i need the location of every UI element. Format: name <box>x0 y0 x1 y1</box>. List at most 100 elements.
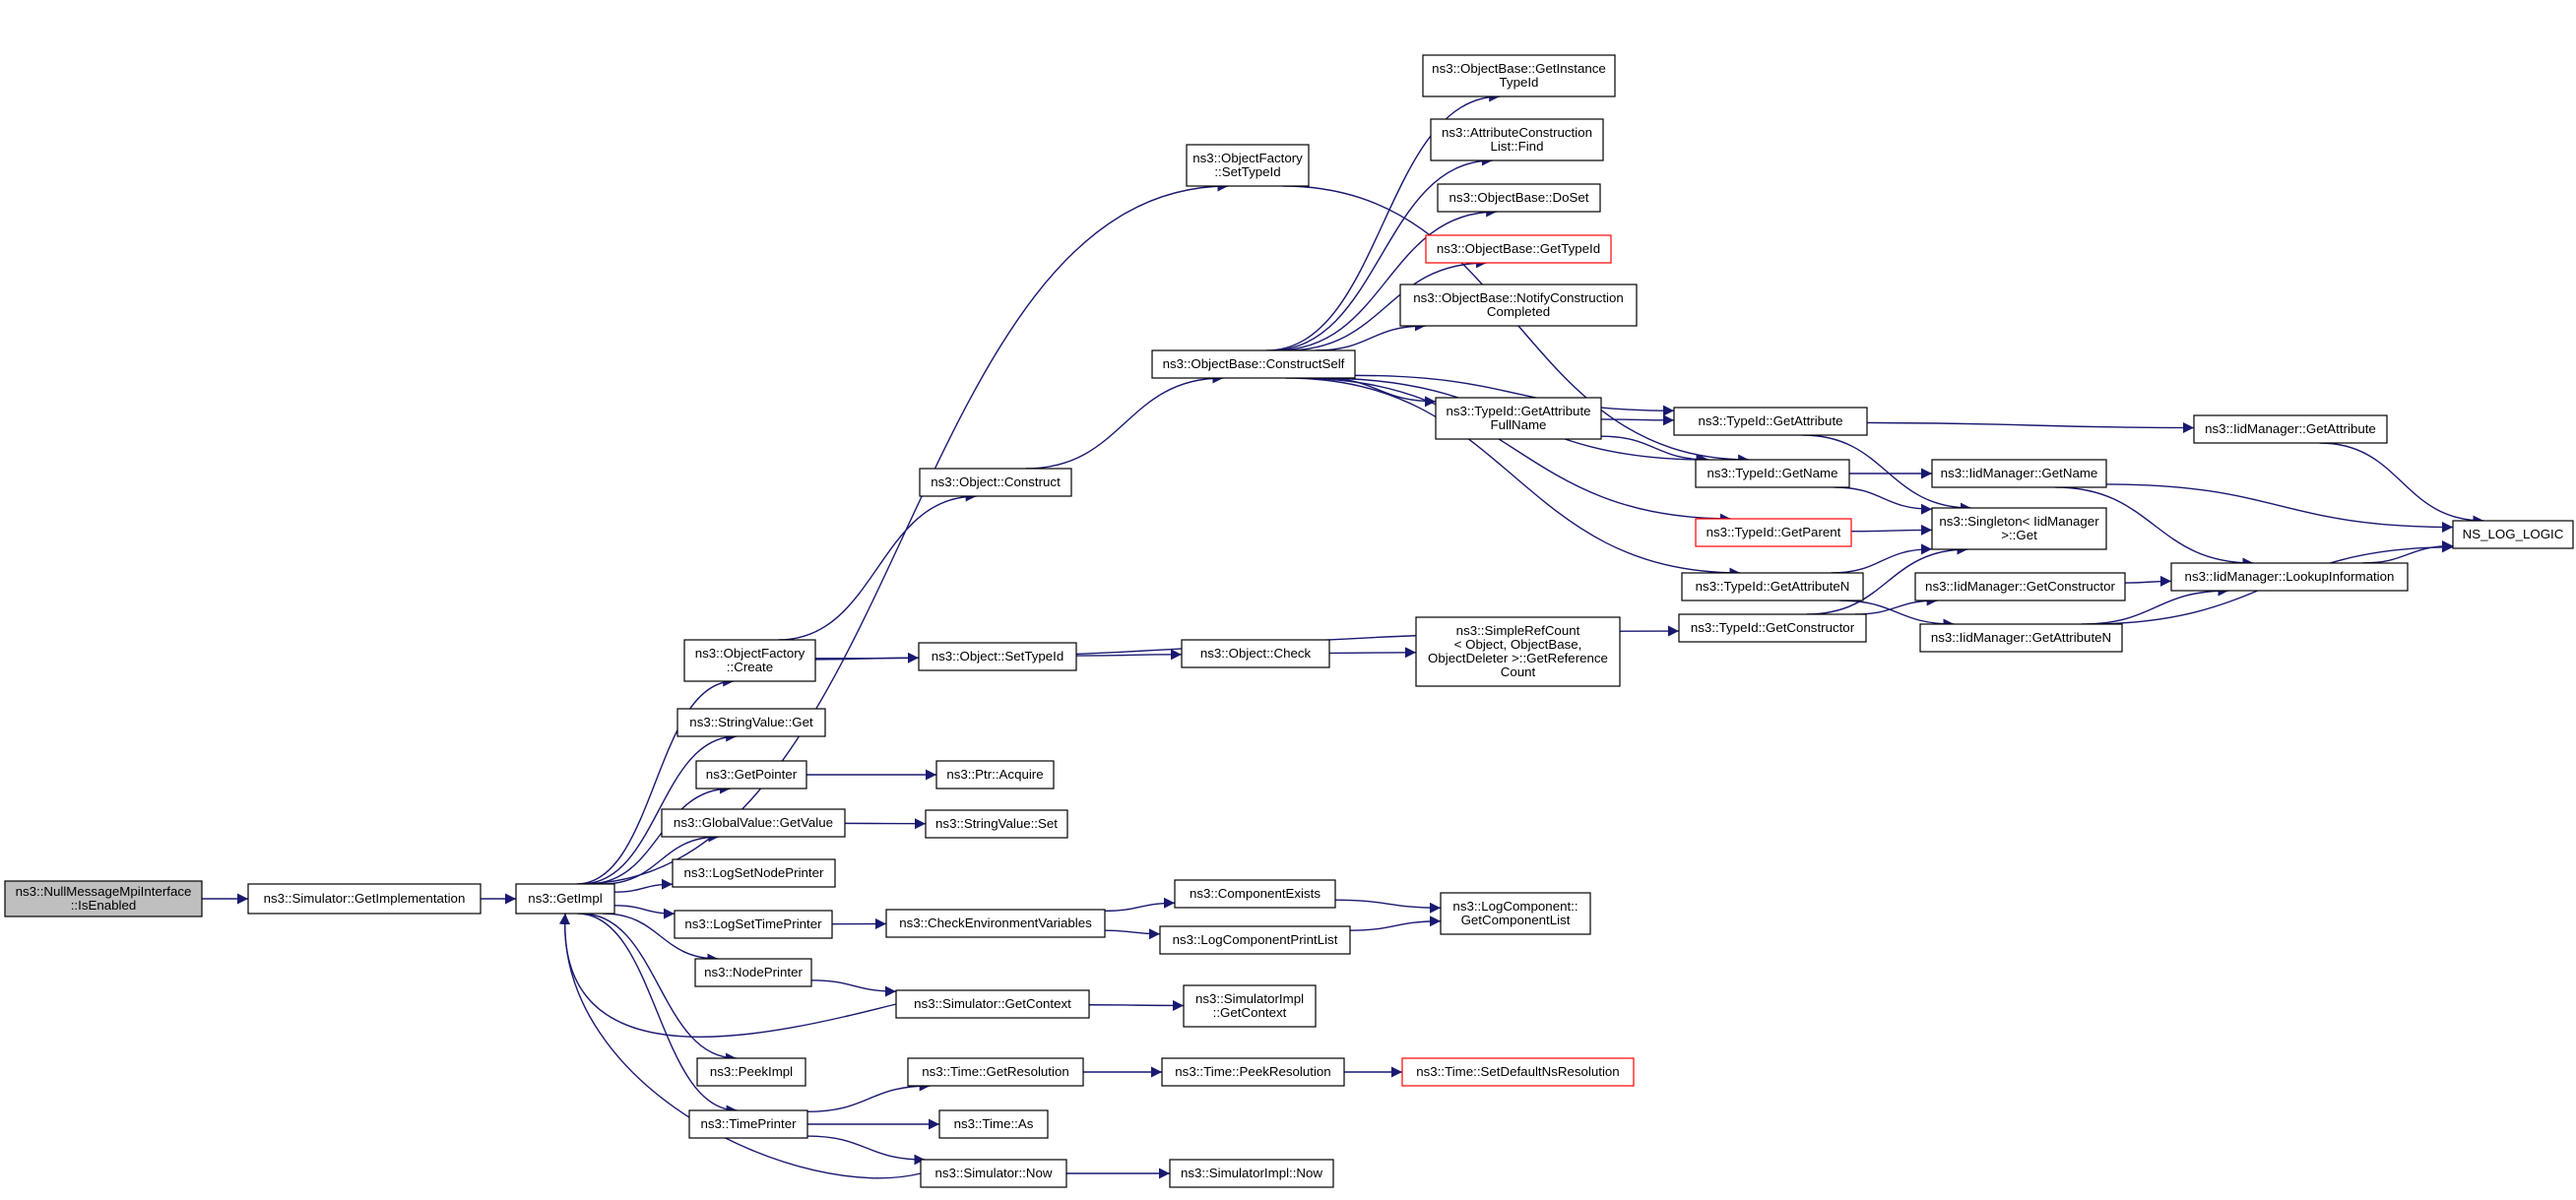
call-edge <box>1025 372 1224 470</box>
node-box <box>1174 879 1336 909</box>
function-node-time-setdefaultnsresolution[interactable]: ns3::Time::SetDefaultNsResolution <box>1401 1057 1635 1087</box>
function-node-objectbase-notifyconstructioncompleted[interactable]: ns3::ObjectBase::NotifyConstructionCompl… <box>1399 284 1638 327</box>
function-node-simulatorimpl-getcontext[interactable]: ns3::SimulatorImpl::GetContext <box>1183 984 1317 1028</box>
function-node-logset-nodeprinter[interactable]: ns3::LogSetNodePrinter <box>672 858 836 888</box>
function-node-objectbase-constructself[interactable]: ns3::ObjectBase::ConstructSelf <box>1151 349 1356 379</box>
node-label: ns3::GlobalValue::GetValue <box>674 815 833 830</box>
call-edge <box>1265 91 1501 351</box>
node-label: ns3::ObjectBase::DoSet <box>1449 190 1589 205</box>
function-node-logcomponent-printlist[interactable]: ns3::LogComponentPrintList <box>1159 925 1351 955</box>
node-label: ns3::SimulatorImpl <box>1195 991 1304 1006</box>
function-node-time-peekresolution[interactable]: ns3::Time::PeekResolution <box>1161 1057 1345 1087</box>
call-edge <box>602 831 720 885</box>
function-node-objfactory-create[interactable]: ns3::ObjectFactory::Create <box>683 639 816 682</box>
function-node-time-getresolution[interactable]: ns3::Time::GetResolution <box>907 1057 1084 1087</box>
function-node-typeid-getparent[interactable]: ns3::TypeId::GetParent <box>1695 518 1852 547</box>
function-node-globalvalue-getvalue[interactable]: ns3::GlobalValue::GetValue <box>661 808 846 838</box>
function-node-stringvalue-set[interactable]: ns3::StringValue::Set <box>925 809 1068 839</box>
call-edge <box>613 878 674 893</box>
function-node-logcomponent-getcomponentlist[interactable]: ns3::LogComponent::GetComponentList <box>1440 892 1591 935</box>
function-node-typeid-getname[interactable]: ns3::TypeId::GetName <box>1695 459 1850 488</box>
function-node-simulatorimpl-now[interactable]: ns3::SimulatorImpl::Now <box>1169 1159 1334 1188</box>
function-node-simulator-now[interactable]: ns3::Simulator::Now <box>920 1159 1067 1188</box>
function-node-check-env-vars[interactable]: ns3::CheckEnvironmentVariables <box>885 909 1106 938</box>
call-edge <box>1285 377 1741 579</box>
node-box <box>885 909 1106 938</box>
node-label: ns3::IidManager::GetConstructor <box>1925 579 2115 594</box>
call-edge <box>577 913 738 1116</box>
function-node-get-pointer[interactable]: ns3::GetPointer <box>695 760 807 789</box>
node-box <box>2452 520 2574 549</box>
function-node-object-check[interactable]: ns3::Object::Check <box>1181 639 1330 668</box>
function-node-object-settypeid[interactable]: ns3::Object::SetTypeId <box>918 642 1077 671</box>
function-node-ns-log-logic[interactable]: NS_LOG_LOGIC <box>2452 520 2574 549</box>
edges-layer <box>202 91 2484 1179</box>
function-node-get-impl[interactable]: ns3::GetImpl <box>515 883 615 915</box>
node-label: ns3::ObjectBase::ConstructSelf <box>1163 356 1345 371</box>
function-node-typeid-getattribute[interactable]: ns3::TypeId::GetAttribute <box>1673 407 1868 436</box>
function-node-iidmanager-getname[interactable]: ns3::IidManager::GetName <box>1931 459 2107 488</box>
function-node-time-as[interactable]: ns3::Time::As <box>938 1109 1049 1139</box>
function-node-iidmanager-getconstructor[interactable]: ns3::IidManager::GetConstructor <box>1914 572 2126 601</box>
node-box <box>1422 54 1616 97</box>
function-node-node-printer[interactable]: ns3::NodePrinter <box>694 958 812 987</box>
call-edge <box>1269 155 1493 351</box>
node-label: ns3::ObjectBase::GetTypeId <box>1437 241 1600 256</box>
node-label: ns3::Simulator::GetContext <box>914 996 1071 1011</box>
function-node-is-enabled[interactable]: ns3::NullMessageMpiInterface::IsEnabled <box>4 880 203 917</box>
node-box <box>1695 459 1850 488</box>
node-label: ns3::LogSetTimePrinter <box>684 916 822 931</box>
node-label: ns3::Time::PeekResolution <box>1175 1064 1330 1079</box>
function-node-typeid-getattributen[interactable]: ns3::TypeId::GetAttributeN <box>1681 572 1864 601</box>
node-label: ns3::GetImpl <box>528 891 602 906</box>
node-label: ns3::TypeId::GetAttribute <box>1698 413 1842 428</box>
call-edge <box>1315 320 1426 351</box>
node-label: < Object, ObjectBase, <box>1454 637 1582 652</box>
function-node-typeid-getconstructor[interactable]: ns3::TypeId::GetConstructor <box>1678 613 1867 643</box>
call-edge <box>1104 928 1161 940</box>
node-label: ns3::LogComponentPrintList <box>1173 932 1338 947</box>
function-node-iidmanager-getattribute[interactable]: ns3::IidManager::GetAttribute <box>2193 414 2388 444</box>
node-box <box>1440 892 1591 935</box>
function-node-logset-timeprinter[interactable]: ns3::LogSetTimePrinter <box>674 910 833 939</box>
function-node-iidmanager-getattributen[interactable]: ns3::IidManager::GetAttributeN <box>1919 623 2123 653</box>
function-node-simplerefcount-getreferencecount[interactable]: ns3::SimpleRefCount< Object, ObjectBase,… <box>1415 616 1621 687</box>
function-node-component-exists[interactable]: ns3::ComponentExists <box>1174 879 1336 909</box>
function-node-get-implementation[interactable]: ns3::Simulator::GetImplementation <box>247 883 482 915</box>
call-edge <box>1349 916 1442 931</box>
node-label: ns3::PeekImpl <box>710 1064 793 1079</box>
node-label: ns3::TypeId::GetAttributeN <box>1696 579 1850 594</box>
call-edge <box>603 913 719 965</box>
node-label: ns3::Simulator::GetImplementation <box>264 891 466 906</box>
function-node-singleton-get[interactable]: ns3::Singleton< IidManager >::Get <box>1931 507 2107 550</box>
node-box <box>688 1109 808 1139</box>
node-box <box>1399 284 1638 327</box>
function-node-iidmanager-lookupinformation[interactable]: ns3::IidManager::LookupInformation <box>2170 562 2409 592</box>
function-node-objectbase-gettypeid[interactable]: ns3::ObjectBase::GetTypeId <box>1425 234 1612 264</box>
node-box <box>1673 407 1868 436</box>
node-label: Completed <box>1487 304 1550 319</box>
function-node-ptr-acquire[interactable]: ns3::Ptr::Acquire <box>935 760 1055 789</box>
node-box <box>1430 118 1604 161</box>
node-label: ns3::Object::Construct <box>931 474 1061 489</box>
node-label: ns3::TypeId::GetConstructor <box>1691 620 1855 635</box>
call-edge <box>1850 524 1933 536</box>
call-edge <box>1600 414 1675 426</box>
node-label: ns3::Time::GetResolution <box>922 1064 1069 1079</box>
node-box <box>1169 1159 1334 1188</box>
function-node-object-construct[interactable]: ns3::Object::Construct <box>919 468 1072 497</box>
function-node-objfactory-settypeid[interactable]: ns3::ObjectFactory::SetTypeId <box>1186 144 1310 187</box>
function-node-peek-impl[interactable]: ns3::PeekImpl <box>696 1057 806 1087</box>
node-label: ns3::NodePrinter <box>704 965 803 979</box>
call-edge <box>806 1135 926 1166</box>
function-node-simulator-getcontext[interactable]: ns3::Simulator::GetContext <box>895 989 1090 1019</box>
node-box <box>1437 183 1601 213</box>
node-label: ns3::LogComponent:: <box>1452 899 1578 914</box>
function-node-stringvalue-get[interactable]: ns3::StringValue::Get <box>676 708 826 737</box>
function-node-time-printer[interactable]: ns3::TimePrinter <box>688 1109 808 1139</box>
function-node-objectbase-doset[interactable]: ns3::ObjectBase::DoSet <box>1437 183 1601 213</box>
node-box <box>919 468 1072 497</box>
